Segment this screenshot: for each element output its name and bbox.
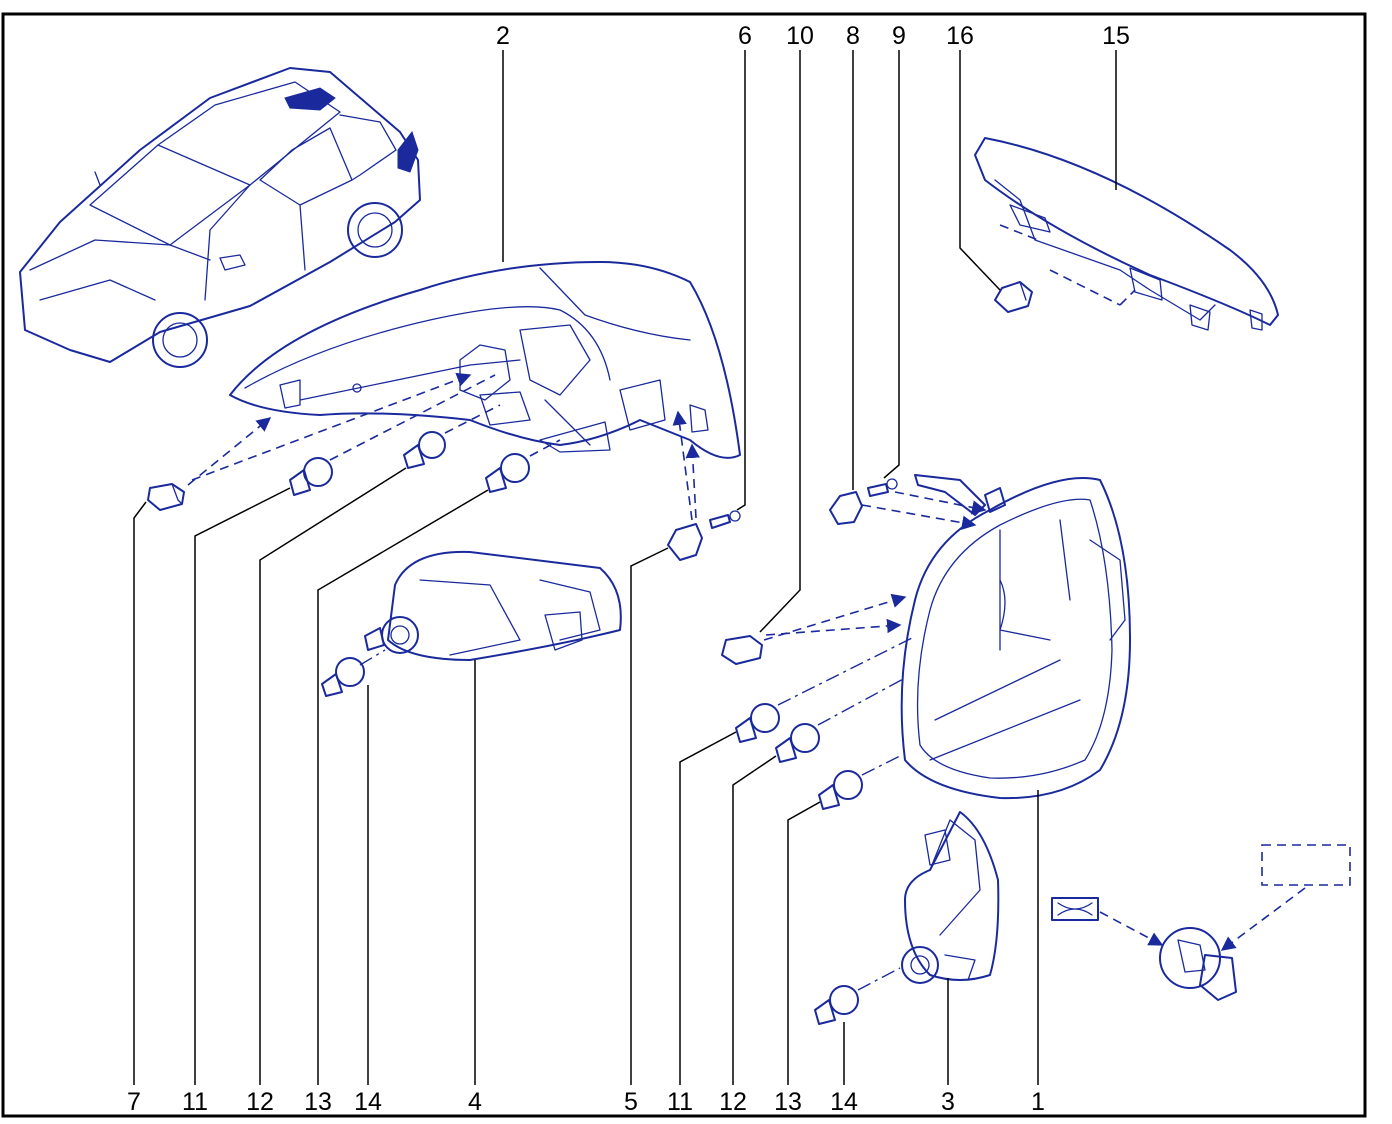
top-callouts: 2 6 10 8 9 16 15 <box>496 22 1130 50</box>
bottom-callouts: 7 11 12 13 14 4 5 11 12 13 14 3 1 <box>127 1088 1045 1116</box>
diagram-frame <box>1 12 1367 1118</box>
clip-8 <box>829 491 863 525</box>
bulb-12-right <box>775 723 820 763</box>
callout-3: 3 <box>941 1088 955 1116</box>
screw-9 <box>867 478 898 497</box>
callout-15: 15 <box>1102 22 1130 50</box>
legend-solid-box <box>1051 897 1099 921</box>
screw-6 <box>709 510 741 529</box>
callout-11-left: 11 <box>182 1088 208 1116</box>
callout-5: 5 <box>624 1088 638 1116</box>
callout-1: 1 <box>1031 1088 1045 1116</box>
bulb-14-left <box>321 657 365 697</box>
legend-dashed-box <box>1261 844 1351 886</box>
bulb-11-right <box>735 703 780 743</box>
callout-16: 16 <box>946 22 974 50</box>
bulb-10 <box>721 635 763 665</box>
bulb-12-left <box>403 431 446 469</box>
bulb-11-left <box>289 457 333 496</box>
leader-lines <box>133 50 1117 1085</box>
side-repeater-4 <box>364 550 622 661</box>
bulb-14-right <box>814 985 859 1025</box>
callout-2: 2 <box>496 22 510 50</box>
callout-13-left: 13 <box>304 1088 332 1116</box>
callout-12-right: 12 <box>719 1088 747 1116</box>
callout-10: 10 <box>786 22 814 50</box>
bulb-16 <box>994 281 1033 313</box>
third-brake-light-15 <box>974 137 1279 331</box>
callout-6: 6 <box>738 22 752 50</box>
bulb-7 <box>147 483 185 511</box>
bulb-13-right <box>818 770 863 810</box>
callout-9: 9 <box>892 22 906 50</box>
rear-lamp-assembly-2 <box>229 261 741 459</box>
callout-8: 8 <box>846 22 860 50</box>
front-indicator-3 <box>901 811 1000 984</box>
callout-7: 7 <box>127 1088 141 1116</box>
headlight-assembly-1 <box>900 474 1131 800</box>
callout-13-right: 13 <box>774 1088 802 1116</box>
bulb-legend <box>1051 844 1351 1001</box>
callout-12-left: 12 <box>246 1088 274 1116</box>
callout-14-left: 14 <box>354 1088 382 1116</box>
bulb-13-left <box>485 453 530 493</box>
car-illustration <box>19 67 421 368</box>
callout-4: 4 <box>468 1088 482 1116</box>
clip-5 <box>667 523 703 561</box>
callout-11-right: 11 <box>667 1088 693 1116</box>
callout-14-right: 14 <box>830 1088 858 1116</box>
